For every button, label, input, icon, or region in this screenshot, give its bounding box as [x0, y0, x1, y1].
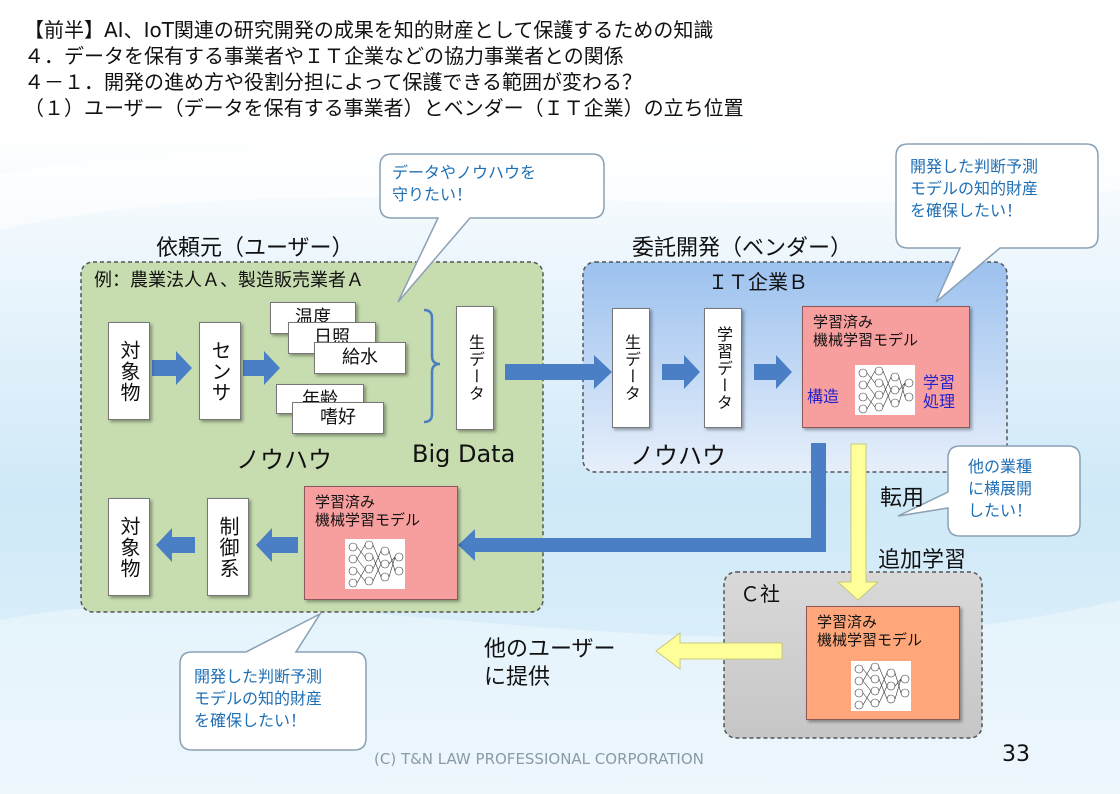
neural-net-icon [855, 365, 915, 415]
callout-expand-line3: したい！ [968, 501, 1032, 520]
data-card-preference: 嗜好 [292, 402, 384, 434]
learning-process-line1: 学習 [923, 373, 955, 392]
big-data-label: Big Data [412, 440, 515, 468]
user-model-line1: 学習済み [315, 493, 375, 511]
callout-user-ip-line2: モデルの知的財産 [194, 689, 322, 708]
c-model-line2: 機械学習モデル [817, 631, 922, 649]
callout-expand-line1: 他の業種 [968, 457, 1032, 476]
c-model-line1: 学習済み [817, 613, 877, 631]
header-line-3: ４－１．開発の進め方や役割分担によって保護できる範囲が変わる？ [24, 70, 642, 94]
callout-protect-text: データやノウハウを守りたい！ [392, 162, 536, 206]
header-line-4: （１）ユーザー（データを保有する事業者）とベンダー（ＩＴ企業）の立ち位置 [24, 96, 744, 120]
learning-process-line2: 処理 [923, 392, 955, 411]
page-number: 33 [1002, 742, 1030, 767]
callout-vendor-ip-line3: を確保したい！ [910, 201, 1022, 220]
copyright: (C) T&N LAW PROFESSIONAL CORPORATION [374, 750, 704, 768]
neural-net-icon [851, 661, 911, 711]
callout-user-ip-line3: を確保したい！ [194, 711, 306, 730]
sensor-box: センサ [199, 322, 241, 420]
additional-learning-label: 追加学習 [878, 542, 966, 574]
control-system-box: 制御系 [207, 498, 249, 596]
header-line-1: 【前半】AI、IoT関連の研究開発の成果を知的財産として保護するための知識 [24, 18, 713, 42]
vendor-model-box: 学習済み機械学習モデル 構造 学習処理 [802, 306, 970, 428]
vendor-knowhow-label: ノウハウ [630, 436, 726, 471]
user-panel-label: 例：農業法人Ａ、製造販売業者Ａ [94, 266, 364, 292]
vendor-panel-label: ＩＴ企業Ｂ [708, 266, 808, 295]
object-box: 対象物 [108, 322, 150, 420]
callout-user-ip-line1: 開発した判断予測 [194, 667, 322, 686]
other-users-line2: に提供 [484, 665, 550, 690]
user-model-box: 学習済み機械学習モデル [304, 486, 458, 600]
user-raw-data-box: 生データ [456, 306, 494, 430]
company-c-model-box: 学習済み機械学習モデル [806, 606, 960, 720]
vendor-title: 委託開発（ベンダー） [632, 230, 852, 262]
other-users-label: 他のユーザーに提供 [484, 636, 616, 692]
learning-process-label: 学習処理 [923, 373, 955, 411]
structure-label: 構造 [807, 387, 839, 406]
neural-net-icon [345, 539, 405, 589]
learning-data-box: 学習データ [704, 308, 742, 428]
control-object-box: 対象物 [108, 498, 150, 596]
data-card-watering: 給水 [314, 342, 406, 374]
other-users-line1: 他のユーザー [484, 637, 616, 662]
user-model-line2: 機械学習モデル [315, 511, 420, 529]
callout-vendor-ip-text: 開発した判断予測モデルの知的財産を確保したい！ [910, 156, 1038, 222]
callout-user-ip-text: 開発した判断予測モデルの知的財産を確保したい！ [194, 666, 322, 732]
user-title: 依頼元（ユーザー） [156, 230, 354, 262]
user-knowhow-label: ノウハウ [236, 440, 332, 475]
vendor-model-line2: 機械学習モデル [813, 331, 918, 349]
diversion-label: 転用 [880, 480, 924, 512]
callout-vendor-ip-line1: 開発した判断予測 [910, 157, 1038, 176]
company-c-label: Ｃ社 [740, 578, 780, 607]
callout-expand-text: 他の業種に横展開したい！ [968, 456, 1032, 522]
header-line-2: ４．データを保有する事業者やＩＴ企業などの協力事業者との関係 [24, 44, 624, 68]
vendor-raw-data-box: 生データ [612, 308, 650, 428]
callout-vendor-ip-line2: モデルの知的財産 [910, 179, 1038, 198]
callout-protect-line2: 守りたい！ [392, 185, 472, 204]
callout-protect-line1: データやノウハウを [392, 163, 536, 182]
callout-expand-line2: に横展開 [968, 479, 1032, 498]
vendor-model-line1: 学習済み [813, 313, 873, 331]
